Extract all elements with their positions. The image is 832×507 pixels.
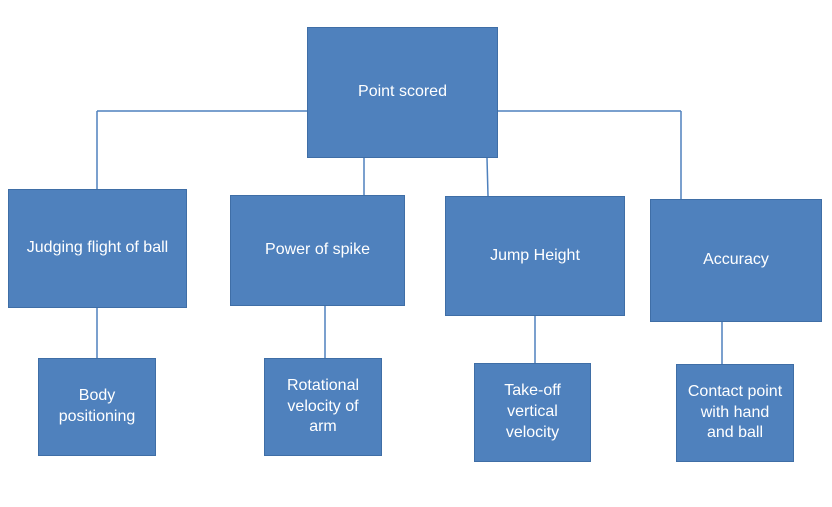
factor-node-label: Judging flight of ball <box>26 239 169 257</box>
connector-to-factor-3 <box>486 157 489 197</box>
sub-node-label: Take-off vertical velocity <box>504 382 561 441</box>
factor-node-label: Accuracy <box>703 251 769 269</box>
sub-node-body-positioning: Body positioning <box>38 358 156 456</box>
root-node-label: Point scored <box>358 83 447 101</box>
sub-node-contact-point: Contact point with hand and ball <box>676 364 794 462</box>
root-node-point-scored: Point scored <box>307 27 498 158</box>
factor-node-label: Power of spike <box>265 241 370 259</box>
sub-node-label: Contact point with hand and ball <box>687 382 783 442</box>
factor-node-accuracy: Accuracy <box>650 199 822 322</box>
factor-node-judging-flight: Judging flight of ball <box>8 189 187 308</box>
factor-node-jump-height: Jump Height <box>445 196 625 316</box>
factor-node-power-of-spike: Power of spike <box>230 195 405 306</box>
factor-node-label: Jump Height <box>490 246 580 264</box>
sub-node-label: Body positioning <box>58 387 136 425</box>
sub-node-take-off-velocity: Take-off vertical velocity <box>474 363 591 462</box>
sub-node-rotational-velocity: Rotational velocity of arm <box>264 358 382 456</box>
sub-node-label: Rotational velocity of arm <box>286 376 360 436</box>
